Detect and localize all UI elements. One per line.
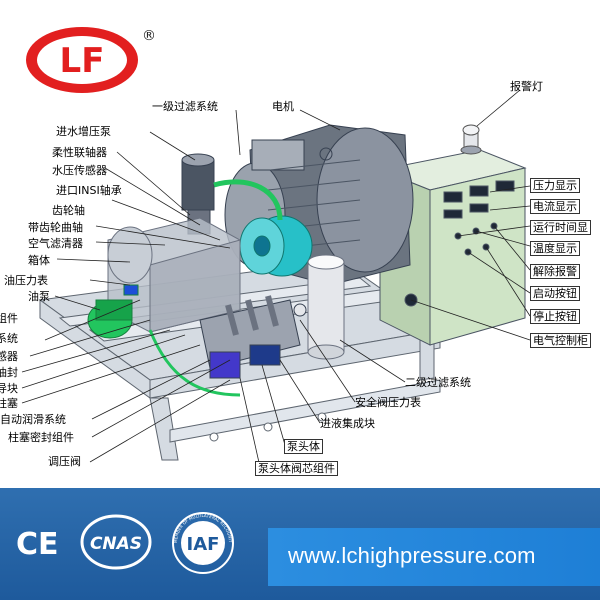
leader-lines <box>21 89 531 468</box>
label-alarm-release: 解除报警 <box>530 264 580 279</box>
label-left-6: 柱塞 <box>0 397 18 410</box>
url-band <box>268 528 600 586</box>
logo-text: LF <box>60 41 105 81</box>
iaf-logo-icon: IAF MEMBER OF MULTILATERAL RECOGNITION A… <box>162 510 234 574</box>
label-start-button: 启动按钮 <box>530 286 580 301</box>
website-url-link[interactable]: www.lchighpressure.com <box>288 543 536 568</box>
booster-pump <box>181 153 283 235</box>
label-safety-valve-gauge: 安全阀压力表 <box>355 396 421 409</box>
label-pump-head: 泵头体 <box>284 439 323 454</box>
label-primary-filter: 一级过滤系统 <box>152 100 218 113</box>
cnas-logo-icon: CNAS <box>80 514 152 570</box>
label-inlet-manifold: 进液集成块 <box>320 417 375 430</box>
label-alarm-light: 报警灯 <box>510 80 543 93</box>
label-gear-shaft: 齿轮轴 <box>52 204 85 217</box>
label-auto-lubrication: 自动润滑系统 <box>0 413 66 426</box>
label-pressure-regulating-valve: 调压阀 <box>48 455 81 468</box>
logo-registered: ® <box>142 28 154 44</box>
alarm-light <box>460 124 482 155</box>
label-air-filter: 空气滤清器 <box>28 237 83 250</box>
label-stop-button: 停止按钮 <box>530 309 580 324</box>
label-pump-head-valve: 泵头体阀芯组件 <box>255 461 338 476</box>
label-motor: 电机 <box>272 100 294 113</box>
label-runtime-display: 运行时间显 <box>530 220 591 235</box>
pump-machine-illustration <box>21 89 531 468</box>
pump-head <box>148 295 307 397</box>
label-left-2: 系统 <box>0 332 18 345</box>
brand-logo: LF ® <box>26 27 154 93</box>
ce-mark-icon: CE <box>16 527 59 558</box>
cert-cnas-text: CNAS <box>90 534 142 554</box>
label-current-display: 电流显示 <box>530 199 580 214</box>
label-box: 箱体 <box>28 254 50 267</box>
label-left-5: 导块 <box>0 382 18 395</box>
label-temperature-display: 温度显示 <box>530 241 580 256</box>
label-secondary-filter: 二级过滤系统 <box>405 376 471 389</box>
cert-iaf-text: IAF <box>187 534 220 555</box>
label-left-1: 组件 <box>0 312 18 325</box>
label-electric-cabinet: 电气控制柜 <box>530 333 591 348</box>
label-left-4: 油封 <box>0 366 18 379</box>
label-pressure-display: 压力显示 <box>530 178 580 193</box>
label-oil-pump: 油泵 <box>28 290 50 303</box>
label-pulley: 带齿轮曲轴 <box>28 221 83 234</box>
label-inlet-booster-pump: 进水增压泵 <box>56 125 111 138</box>
crankcase <box>107 217 241 333</box>
secondary-filter <box>307 254 345 360</box>
cert-ce-text: CE <box>16 527 59 558</box>
label-oil-pressure-gauge: 油压力表 <box>4 274 48 287</box>
label-left-3: 感器 <box>0 350 18 363</box>
label-flexible-coupling: 柔性联轴器 <box>52 146 107 159</box>
label-plunger-seal: 柱塞密封组件 <box>8 431 74 444</box>
label-hydraulic-sensor: 水压传感器 <box>52 164 107 177</box>
label-inlet-bearing: 进口INSI轴承 <box>56 184 122 197</box>
coupling <box>239 215 313 277</box>
